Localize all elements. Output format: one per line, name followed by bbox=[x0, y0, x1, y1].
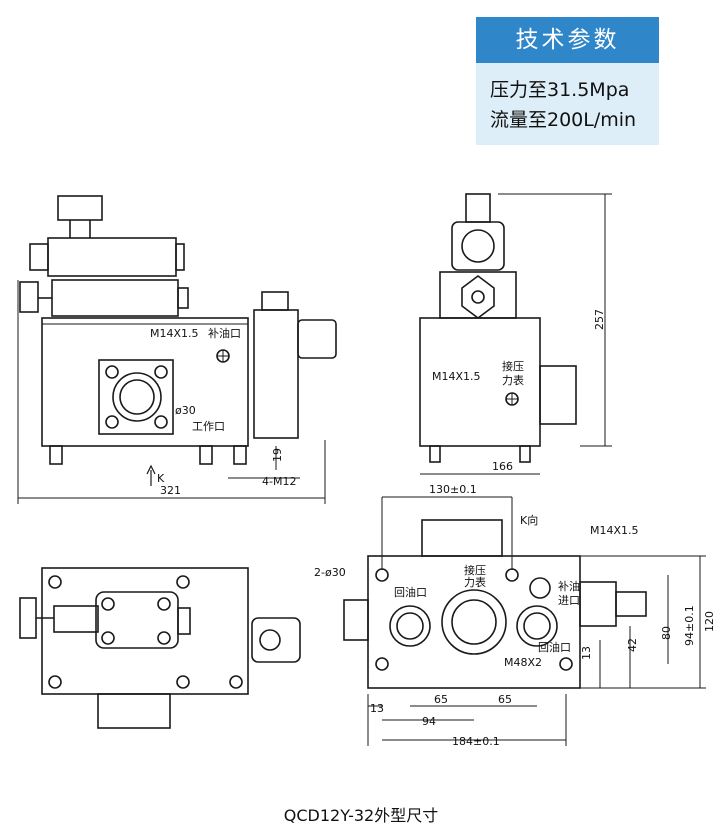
label-dim-94: 94 bbox=[422, 715, 436, 728]
right-solenoid bbox=[253, 309, 299, 439]
label-k-gauge-1: 接压 bbox=[464, 564, 486, 577]
label-k-gauge-2: 力表 bbox=[464, 575, 486, 589]
bottom-right-fitting bbox=[251, 617, 301, 663]
k-right-stub bbox=[579, 581, 617, 627]
front-flange bbox=[98, 359, 174, 435]
bottom-block bbox=[41, 567, 249, 695]
front-foot bbox=[199, 445, 213, 465]
label-dim-321: 321 bbox=[160, 484, 181, 497]
technical-drawing: M14X1.5 补油口 ø30 工作口 19 4-M12 K 321 257 M… bbox=[17, 193, 716, 748]
label-dim-94b: 94±0.1 bbox=[683, 605, 696, 646]
label-m48: M48X2 bbox=[504, 656, 542, 669]
label-return-port-k: 回油口 bbox=[538, 640, 571, 654]
label-fill-port: 补油口 bbox=[208, 326, 241, 340]
right-solenoid-head bbox=[261, 291, 289, 311]
label-dim-42: 42 bbox=[626, 638, 639, 652]
front-block-top bbox=[41, 317, 249, 325]
k-return-port bbox=[389, 605, 431, 647]
solenoid-cap bbox=[175, 243, 185, 271]
pilot-valve bbox=[51, 279, 179, 317]
k-fill-port bbox=[516, 605, 558, 647]
side-handwheel bbox=[461, 275, 495, 319]
flange-bolt bbox=[105, 365, 119, 379]
side-upper-port bbox=[461, 229, 495, 263]
front-port-outer bbox=[112, 372, 162, 422]
solenoid-connector bbox=[57, 195, 103, 221]
front-foot bbox=[233, 445, 247, 465]
label-m14-side: M14X1.5 bbox=[432, 370, 481, 383]
k-pressure-port bbox=[441, 589, 507, 655]
front-foot bbox=[49, 445, 63, 465]
bottom-view bbox=[19, 567, 301, 729]
side-lower-valve bbox=[439, 271, 517, 319]
label-gauge-2: 力表 bbox=[502, 373, 524, 387]
label-dim-80: 80 bbox=[660, 626, 673, 640]
flange-bolt bbox=[154, 365, 168, 379]
side-foot bbox=[429, 445, 441, 463]
spec-panel: 技术参数 压力至31.5Mpa 流量至200L/min bbox=[476, 17, 659, 145]
k-view bbox=[343, 496, 706, 746]
label-4m12: 4-M12 bbox=[262, 475, 296, 488]
spec-title: 技术参数 bbox=[476, 17, 659, 63]
solenoid-knob bbox=[29, 243, 49, 271]
label-dim-19: 19 bbox=[271, 448, 284, 462]
pilot-cap bbox=[177, 287, 189, 309]
front-port-inner bbox=[119, 379, 155, 415]
side-stub bbox=[539, 365, 577, 425]
spec-flow: 流量至200L/min bbox=[490, 109, 637, 131]
label-dim-257: 257 bbox=[593, 309, 606, 330]
label-dim-120: 120 bbox=[703, 611, 716, 632]
k-top-tab bbox=[421, 519, 503, 557]
label-return-port: 回油口 bbox=[394, 585, 427, 599]
bottom-valve-body bbox=[95, 591, 179, 649]
label-dim-130: 130±0.1 bbox=[429, 483, 477, 496]
label-dim-65b: 65 bbox=[498, 693, 512, 706]
label-m14-k: M14X1.5 bbox=[590, 524, 639, 537]
flange-bolt bbox=[154, 415, 168, 429]
drawing-caption: QCD12Y-32外型尺寸 bbox=[283, 806, 439, 825]
side-top-cap bbox=[465, 193, 491, 223]
label-dim-13b: 13 bbox=[580, 646, 593, 660]
label-dim-166: 166 bbox=[492, 460, 513, 473]
flange-bolt bbox=[105, 415, 119, 429]
label-gauge-1: 接压 bbox=[502, 360, 524, 373]
k-left-knob bbox=[343, 599, 369, 641]
side-upper-valve bbox=[451, 221, 505, 271]
front-view bbox=[17, 195, 337, 504]
side-foot bbox=[519, 445, 531, 463]
label-m14-front: M14X1.5 bbox=[150, 327, 199, 340]
solenoid-valve-top bbox=[47, 237, 177, 277]
k-m14-port bbox=[529, 577, 551, 599]
label-two-30: 2-ø30 bbox=[314, 566, 346, 579]
right-solenoid-plug bbox=[297, 319, 337, 359]
label-fill-in-1: 补油 bbox=[558, 579, 580, 593]
label-work-port: 工作口 bbox=[192, 420, 225, 433]
pilot-knob bbox=[19, 281, 39, 313]
bottom-tab bbox=[97, 693, 171, 729]
label-k-arrow: K bbox=[157, 472, 165, 485]
label-fill-in-2: 进口 bbox=[558, 594, 580, 607]
label-dim-184: 184±0.1 bbox=[452, 735, 500, 748]
label-k-view: K向 bbox=[520, 513, 538, 527]
bottom-handle bbox=[19, 597, 37, 639]
label-dim-13a: 13 bbox=[370, 702, 384, 715]
side-view bbox=[419, 193, 612, 475]
spec-pressure: 压力至31.5Mpa bbox=[490, 79, 630, 101]
label-bore-30: ø30 bbox=[175, 404, 196, 417]
label-dim-65a: 65 bbox=[434, 693, 448, 706]
bottom-knob bbox=[53, 605, 99, 633]
k-right-cap bbox=[615, 591, 647, 617]
